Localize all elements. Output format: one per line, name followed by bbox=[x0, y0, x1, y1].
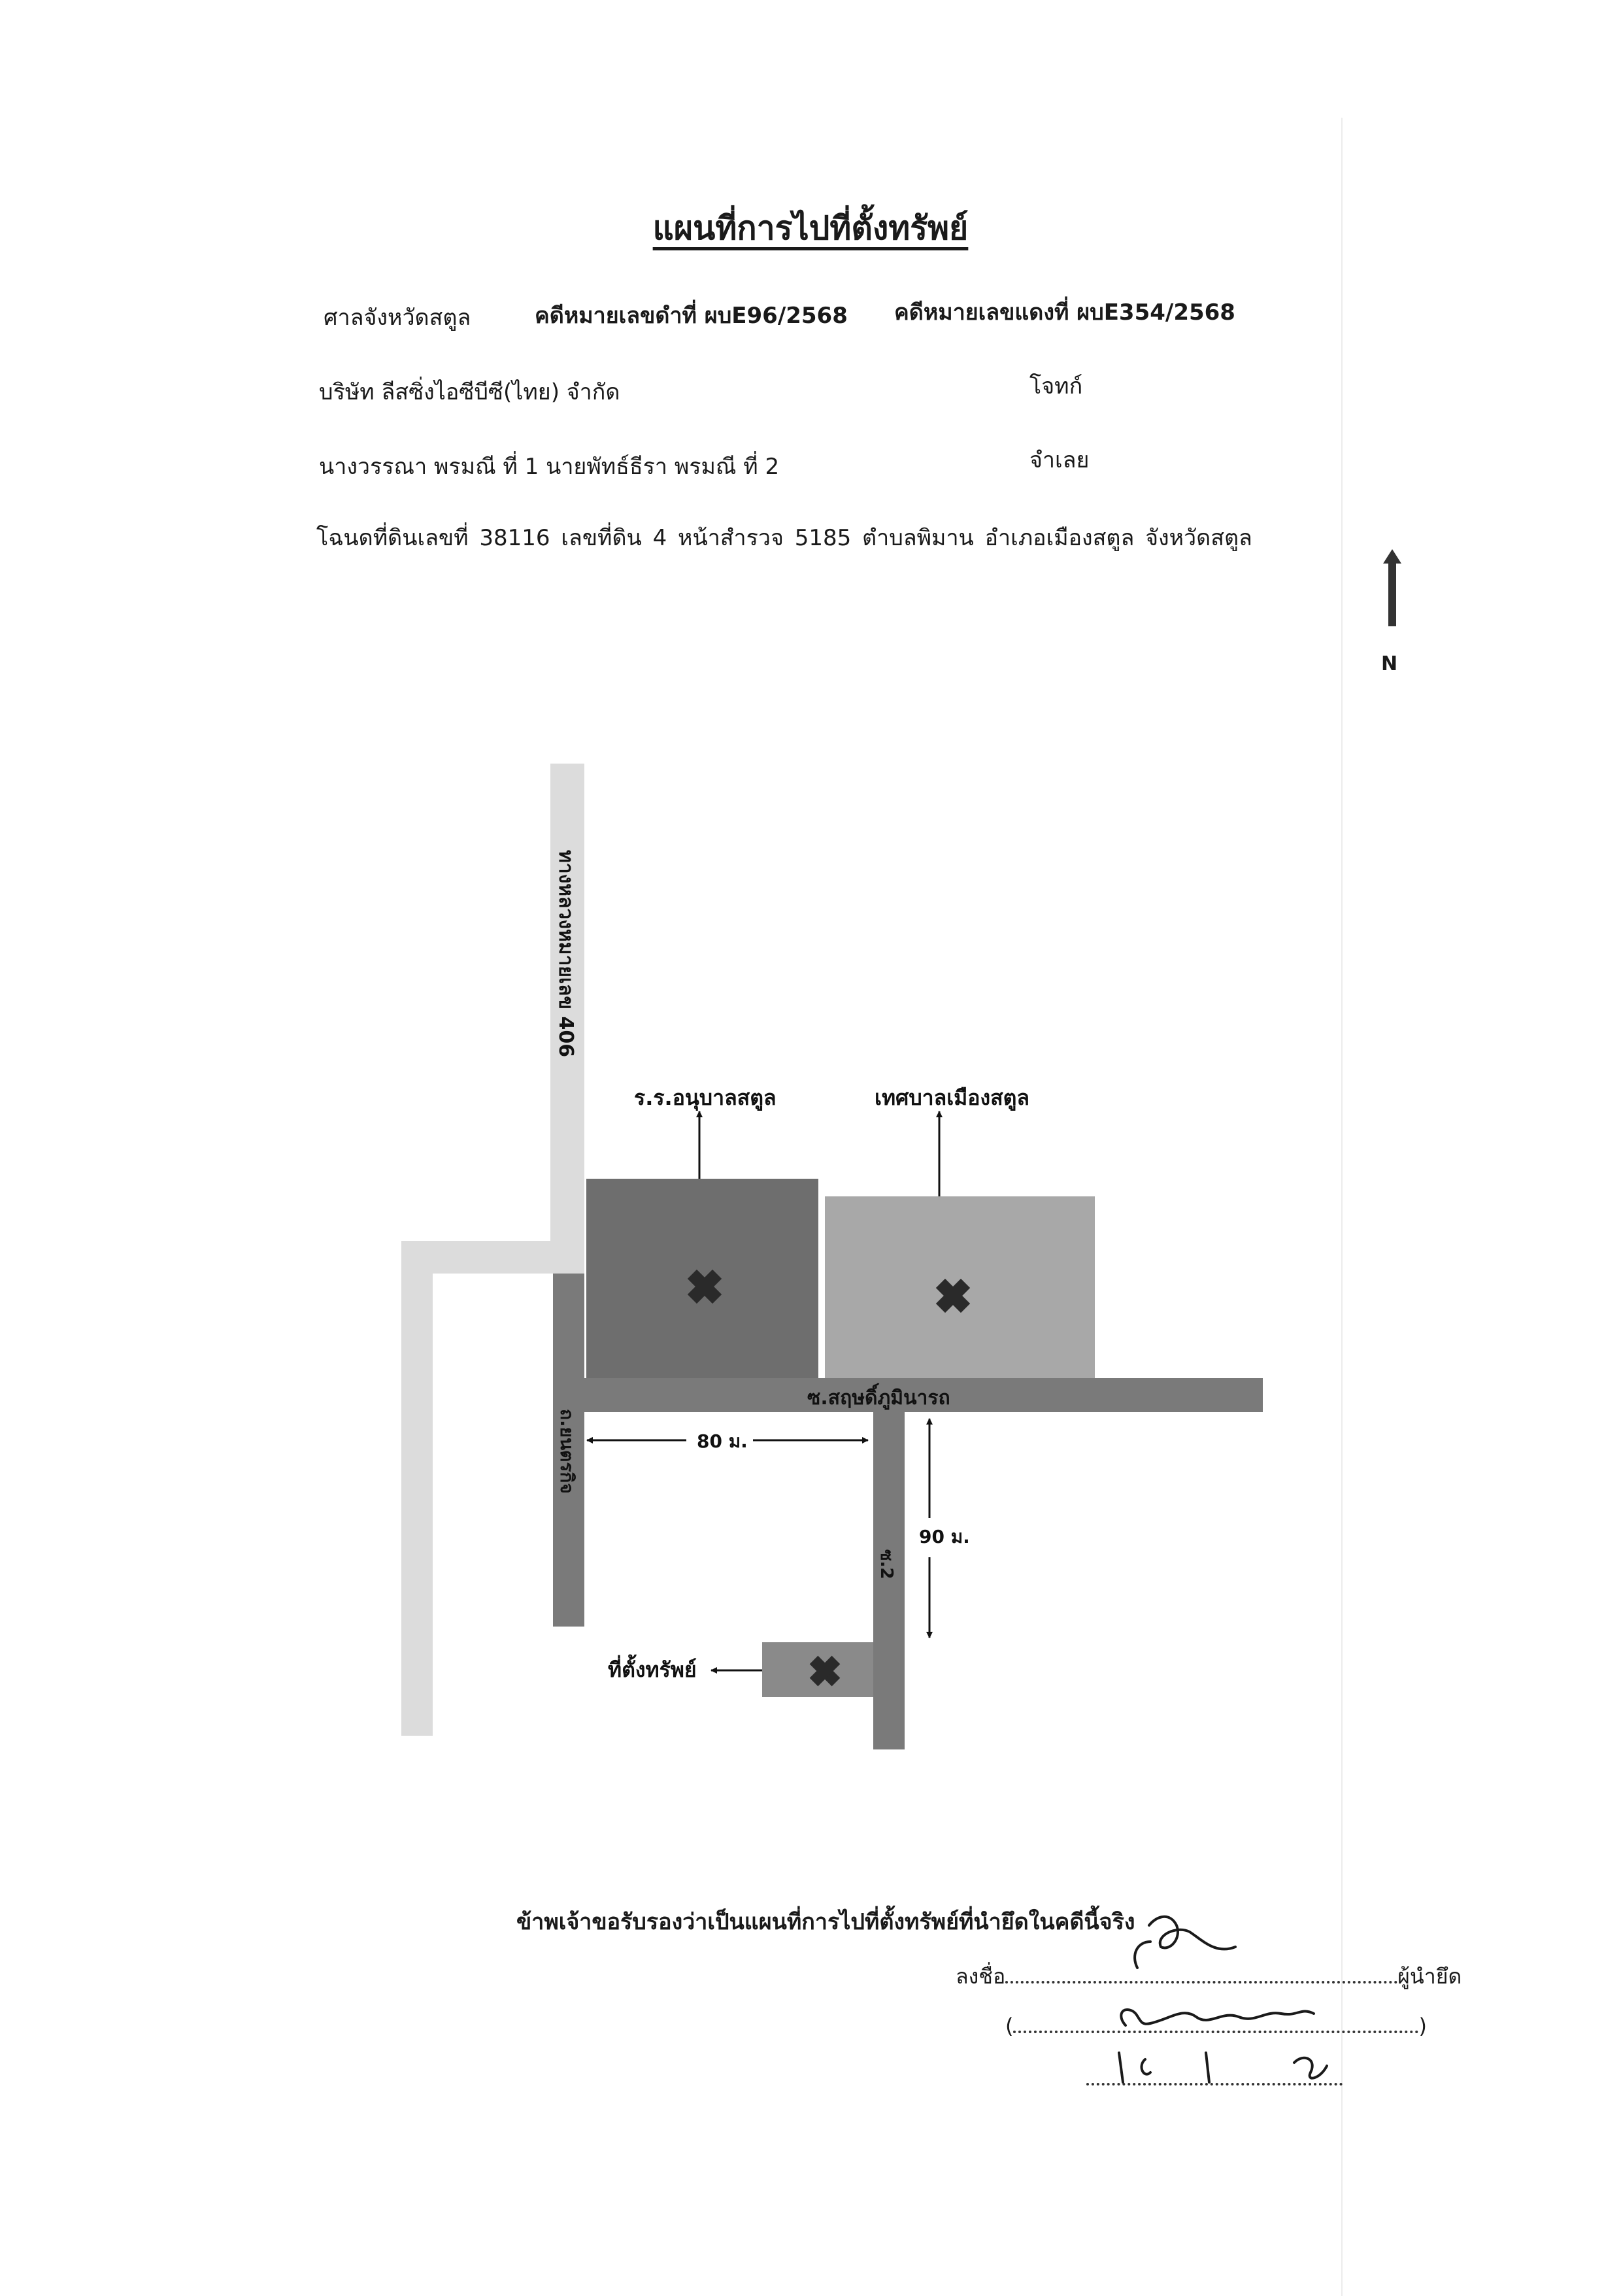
distance-90m-label: 90 ม. bbox=[919, 1526, 970, 1547]
sign-prefix: ลงชื่อ bbox=[956, 1964, 1006, 1989]
signature-line: ลงชื่อ ผู้นำยึด bbox=[956, 1960, 1462, 1993]
municipality-marker-icon bbox=[935, 1278, 971, 1313]
north-label: N bbox=[1381, 652, 1398, 675]
highway-label: ทางหลวงหมายเลข 406 bbox=[554, 850, 577, 1057]
main-soi-label: ซ.สฤษดิ์ภูมินารถ bbox=[807, 1383, 950, 1410]
road-soi-2 bbox=[873, 1412, 905, 1749]
municipality-label: เทศบาลเมืองสตูล bbox=[875, 1085, 1029, 1111]
certification-statement: ข้าพเจ้าขอรับรองว่าเป็นแผนที่การไปที่ตั้… bbox=[516, 1909, 1135, 1935]
black-case-number: คดีหมายเลขดำที่ ผบE96/2568 bbox=[535, 303, 848, 329]
road-main-soi bbox=[553, 1378, 1263, 1412]
red-case-number: คดีหมายเลขแดงที่ ผบE354/2568 bbox=[894, 299, 1235, 326]
date-dots bbox=[1086, 2083, 1343, 2085]
paren-close: ) bbox=[1418, 2014, 1427, 2038]
signature-dots bbox=[1005, 1981, 1398, 1984]
court-name: ศาลจังหวัดสตูล bbox=[324, 305, 471, 331]
land-deed-line: โฉนดที่ดินเลขที่ 38116 เลขที่ดิน 4 หน้าส… bbox=[316, 525, 1252, 551]
plaintiff-role: โจทก์ bbox=[1029, 373, 1083, 399]
sub-soi-label: ซ.2 bbox=[877, 1549, 896, 1579]
plaintiff-name: บริษัท ลีสซิ่งไอซีบีซี(ไทย) จำกัด bbox=[319, 379, 620, 405]
school-label: ร.ร.อนุบาลสตูล bbox=[634, 1085, 777, 1111]
property-label: ที่ตั้งทรัพย์ bbox=[608, 1654, 697, 1682]
paren-open: ( bbox=[1005, 2014, 1014, 2038]
property-marker-icon bbox=[809, 1655, 841, 1687]
printed-name-dots bbox=[1013, 2031, 1419, 2033]
page-title: แผนที่การไปที่ตั้งทรัพย์ bbox=[652, 209, 969, 247]
north-arrow-icon bbox=[1383, 549, 1401, 626]
date-line bbox=[1086, 2066, 1343, 2091]
defendant-names: นางวรรณา พรมณี ที่ 1 นายพัทธ์ธีรา พรมณี … bbox=[319, 454, 780, 480]
scan-edge bbox=[1341, 118, 1343, 2296]
distance-80m-label: 80 ม. bbox=[697, 1430, 748, 1452]
defendant-role: จำเลย bbox=[1029, 447, 1090, 473]
sign-role: ผู้นำยึด bbox=[1397, 1964, 1462, 1989]
printed-name-line: () bbox=[1005, 2014, 1427, 2038]
left-road-label: ถ.ยนตรกิจ bbox=[556, 1409, 578, 1494]
school-marker-icon bbox=[687, 1269, 722, 1304]
highway-406 bbox=[401, 764, 584, 1736]
road-left bbox=[553, 1274, 584, 1627]
